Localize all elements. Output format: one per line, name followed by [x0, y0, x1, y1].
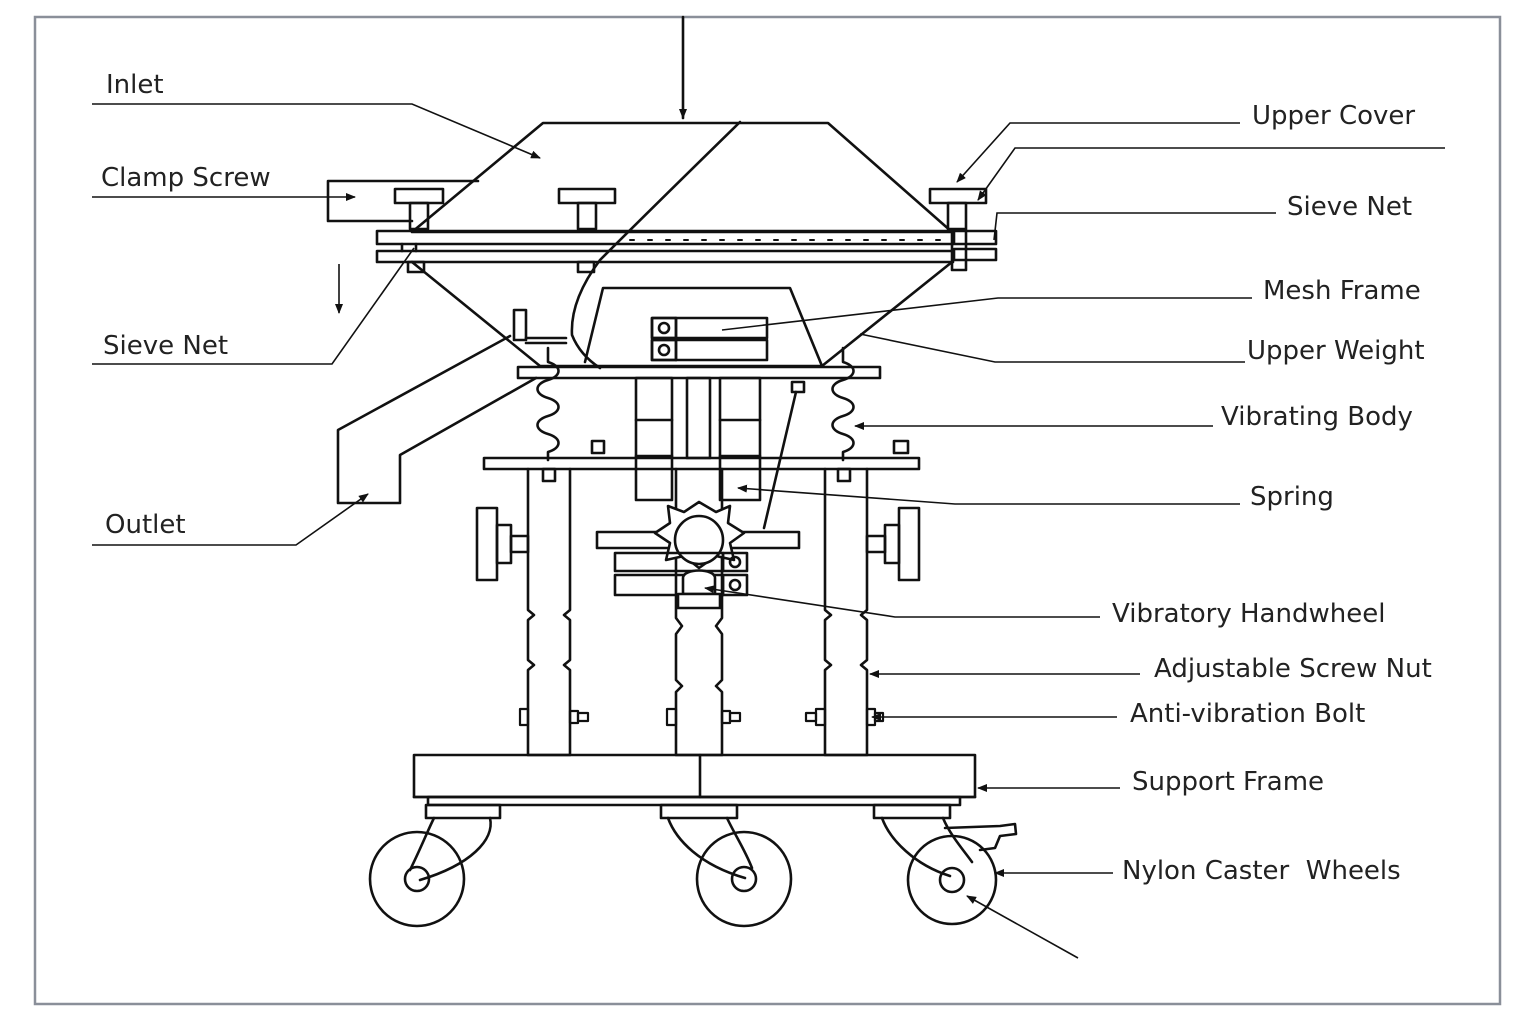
- label-clamp-screw: Clamp Screw: [101, 163, 271, 193]
- leader-caster-brake: [966, 895, 1079, 959]
- middle-plate: [482, 456, 921, 471]
- label-anti-vibration-bolt: Anti-vibration Bolt: [1130, 699, 1365, 729]
- label-vibrating-body: Vibrating Body: [1221, 402, 1413, 432]
- label-spring: Spring: [1250, 482, 1334, 512]
- label-upper-weight: Upper Weight: [1247, 336, 1425, 366]
- spring-right: [831, 346, 855, 462]
- leader-upper-weight: [859, 333, 1245, 363]
- label-upper-cover: Upper Cover: [1252, 101, 1415, 131]
- inner-dome: [583, 286, 824, 368]
- leader-outlet: [92, 493, 369, 546]
- leader-spring: [737, 484, 1240, 505]
- caster-wheel-center: [659, 803, 793, 928]
- inner-diagonal: [570, 120, 742, 370]
- caster-wheel-right: [872, 803, 1018, 926]
- machine-drawing: [326, 15, 1018, 928]
- label-vibratory-handwheel: Vibratory Handwheel: [1112, 599, 1385, 629]
- label-mesh-frame: Mesh Frame: [1263, 276, 1421, 306]
- label-support-frame: Support Frame: [1132, 767, 1324, 797]
- label-nylon-caster-wheels: Nylon Caster Wheels: [1122, 856, 1401, 886]
- label-sieve-net-left: Sieve Net: [103, 331, 228, 361]
- label-adjustable-screw-nut: Adjustable Screw Nut: [1154, 654, 1432, 684]
- leg-left: [526, 467, 572, 757]
- support-frame: [412, 753, 977, 799]
- lower-hopper: [410, 260, 954, 368]
- label-sieve-net-right: Sieve Net: [1287, 192, 1412, 222]
- anti-vibration-bolts: [518, 707, 885, 727]
- spring-left: [536, 346, 560, 462]
- side-handwheel-left: [475, 506, 530, 582]
- part-labels: Inlet Clamp Screw Sieve Net Outlet Upper…: [101, 70, 1432, 886]
- clamp-screw-box: [326, 179, 480, 223]
- vibrating-plate: [516, 365, 882, 380]
- leader-sieve-net-right-2: [993, 212, 1276, 241]
- label-inlet: Inlet: [106, 70, 164, 100]
- diagram-border: [33, 15, 1502, 1006]
- label-outlet: Outlet: [105, 510, 186, 540]
- leader-sieve-net-right: [977, 147, 1445, 201]
- leader-lines: [92, 103, 1445, 959]
- mesh-frame-lower: [375, 249, 955, 264]
- clamp-screw-knobs: [393, 187, 988, 231]
- outlet-chute: [336, 334, 538, 505]
- leader-upper-cover: [956, 122, 1240, 183]
- caster-wheel-left: [368, 803, 502, 928]
- leader-vibratory-handwheel: [704, 585, 1100, 618]
- leader-mesh-frame: [721, 297, 1252, 331]
- leader-sieve-net-left: [92, 247, 415, 365]
- leader-inlet: [92, 103, 541, 159]
- side-handwheel-right: [865, 506, 921, 582]
